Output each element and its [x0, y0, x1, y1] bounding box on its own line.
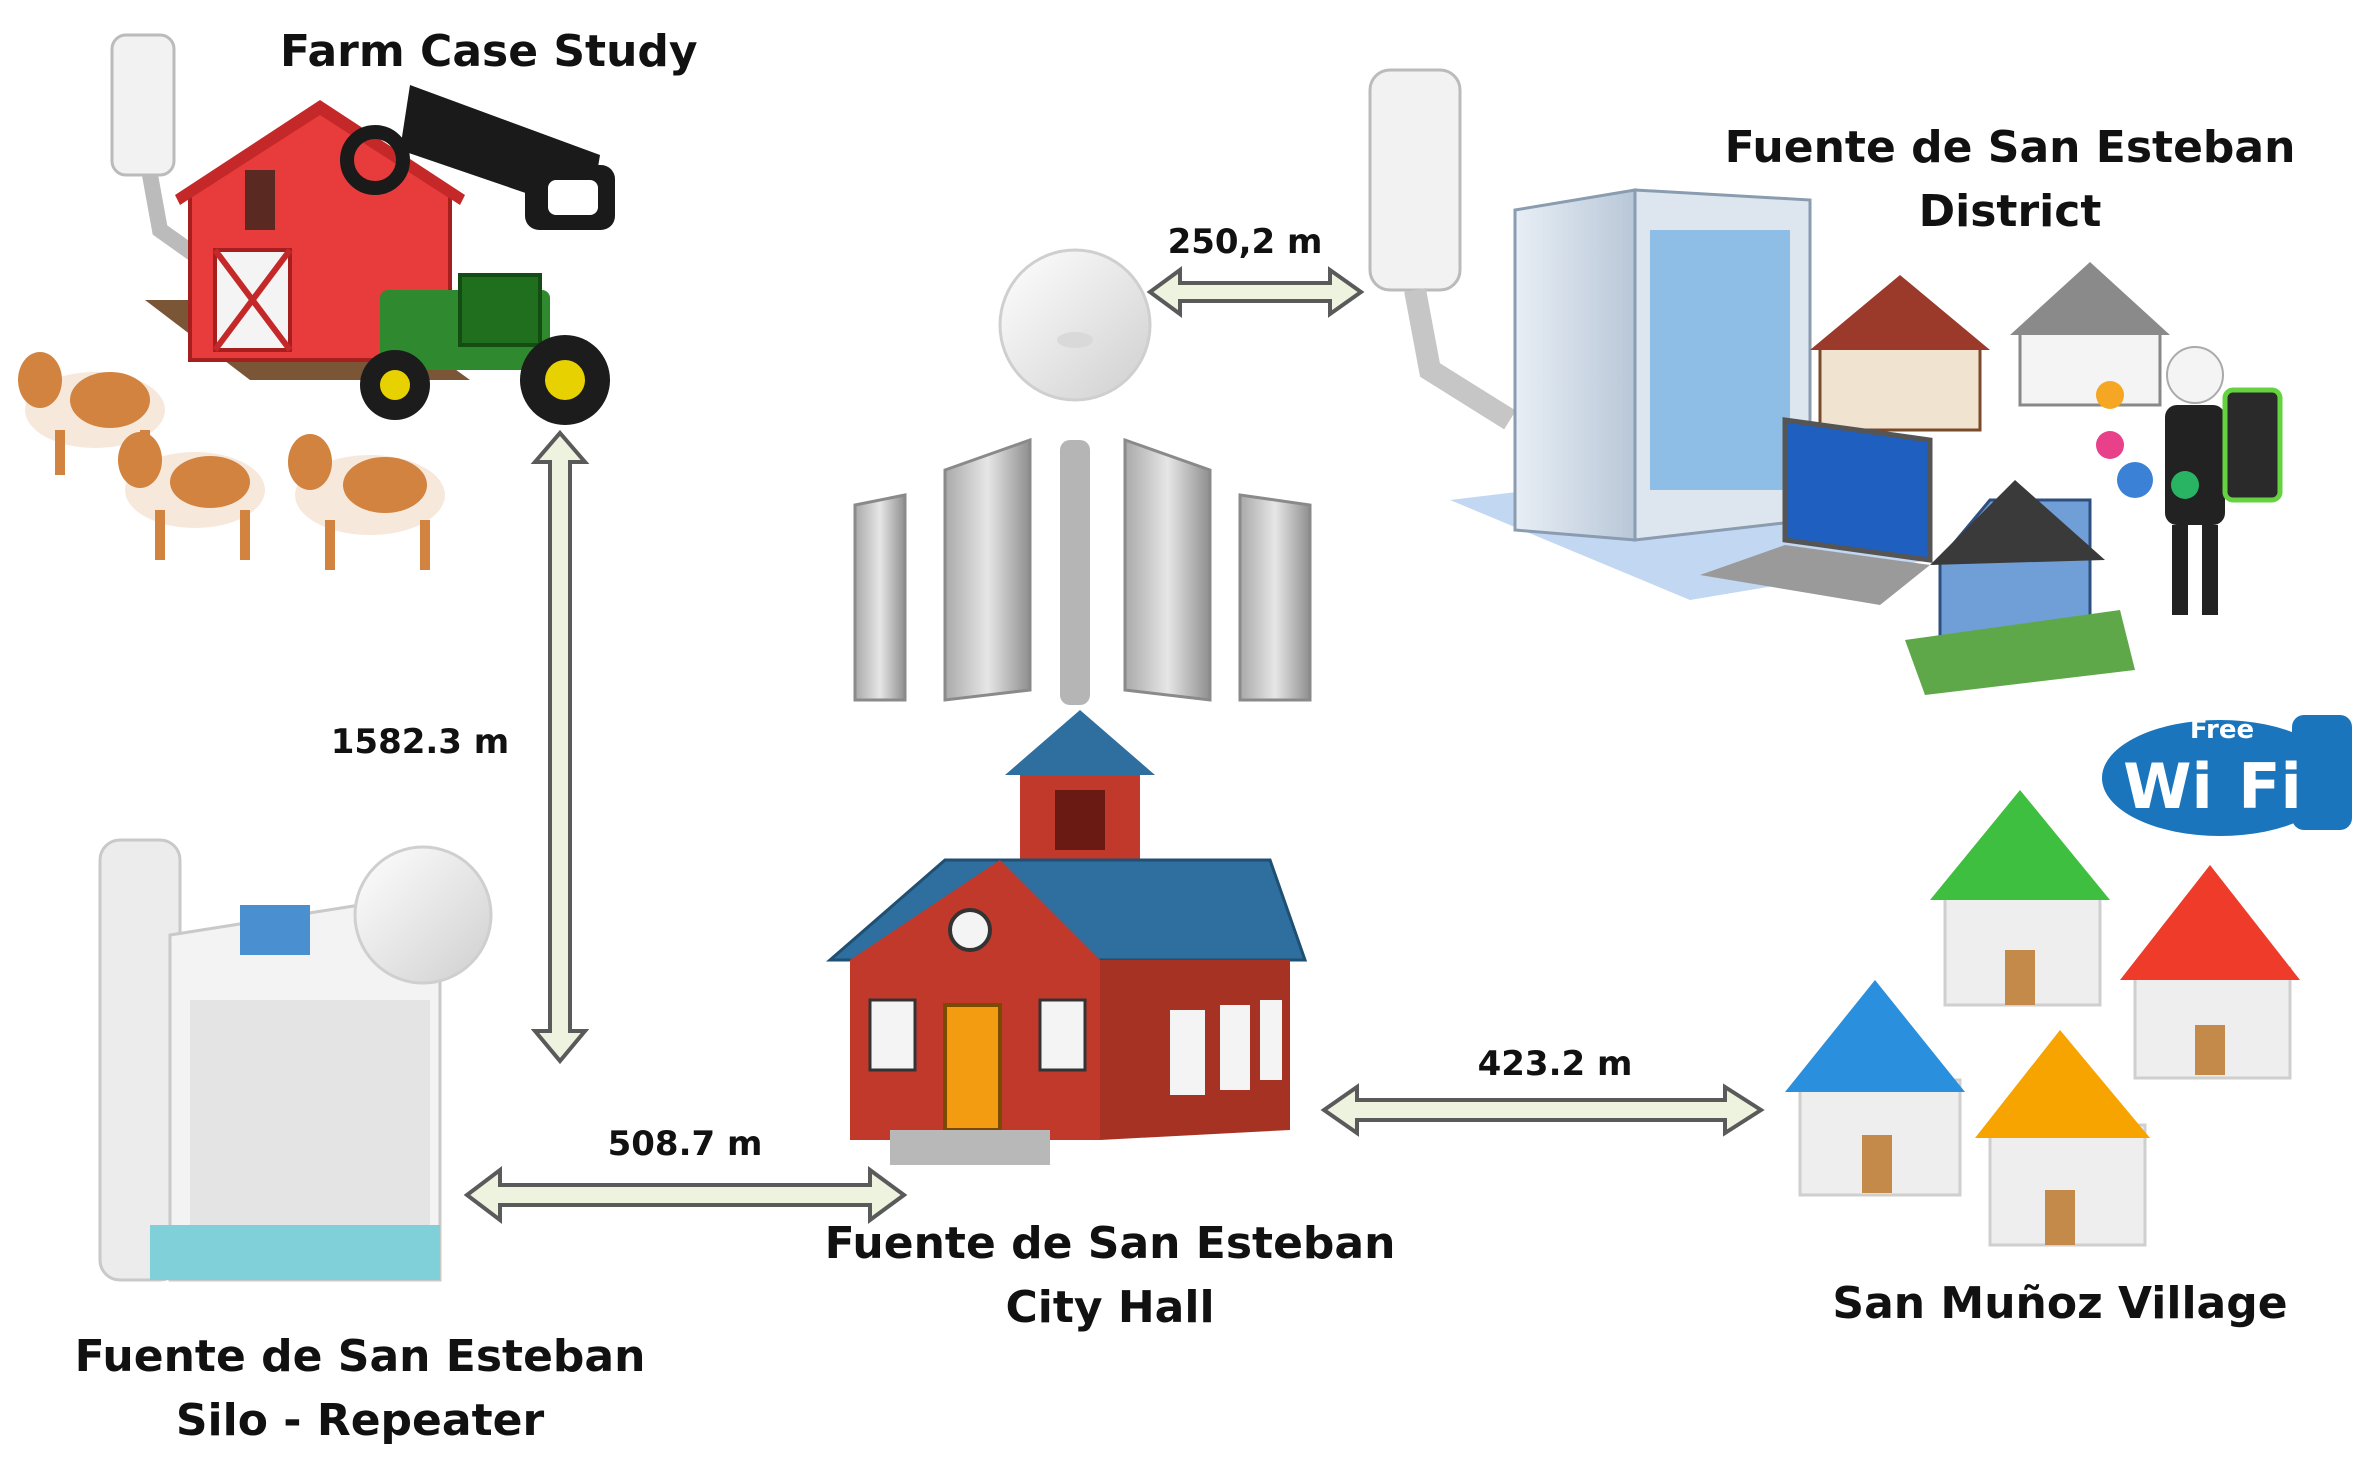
sector-antenna-icon — [1123, 437, 1212, 702]
blue-house-icon — [1905, 480, 2135, 695]
district-label-line1: Fuente de San Esteban — [1724, 122, 2296, 173]
tower-dish-antenna-icon — [998, 248, 1152, 402]
silo-label-line1: Fuente de San Esteban — [74, 1331, 646, 1382]
red-house-icon — [2120, 865, 2300, 1080]
office-building-icon — [1513, 188, 1812, 542]
wifi-free-text: Free — [2190, 715, 2254, 745]
tractor-icon — [360, 273, 610, 425]
sector-antenna-icon — [943, 437, 1032, 702]
arrow-tower-district — [1146, 266, 1365, 318]
wifi-wi-text: Wi — [2123, 750, 2213, 823]
bell-tower-icon — [1005, 710, 1155, 870]
orange-house-icon — [1975, 1030, 2150, 1247]
person-with-phone-icon — [2096, 346, 2283, 615]
house-icon — [1810, 275, 1990, 432]
green-house-icon — [1930, 790, 2110, 1007]
city-hall-label-line2: City Hall — [1005, 1282, 1215, 1333]
distance-silo-cityhall: 508.7 m — [607, 1124, 763, 1164]
cow-icon — [288, 434, 445, 570]
sector-antenna-icon — [853, 493, 907, 702]
city-hall-illustration — [825, 710, 1308, 1165]
distance-cityhall-village: 423.2 m — [1477, 1044, 1633, 1084]
city-hall-label-line1: Fuente de San Esteban — [824, 1218, 1396, 1269]
sector-antenna-icon — [1238, 493, 1312, 702]
cow-icon — [118, 432, 265, 560]
village-label: San Muñoz Village — [1832, 1278, 2288, 1329]
farm-illustration — [18, 33, 615, 570]
district-radio-antenna-icon — [1368, 68, 1516, 430]
silo-label-line2: Silo - Repeater — [175, 1395, 545, 1446]
tower-illustration — [853, 248, 1312, 705]
blue-house-icon — [1785, 980, 1965, 1197]
wifi-fi-text: Fi — [2238, 750, 2302, 823]
arrow-silo-cityhall — [463, 1165, 908, 1225]
house-icon — [2010, 262, 2170, 407]
wifi-badge-icon: Free Wi Fi — [2102, 715, 2352, 836]
district-illustration — [1368, 68, 2283, 695]
silo-illustration — [98, 838, 493, 1282]
distance-farm-silo: 1582.3 m — [330, 722, 510, 762]
laptop-icon — [1700, 417, 1933, 605]
village-illustration: Free Wi Fi — [1785, 715, 2352, 1247]
cow-icon — [18, 352, 165, 475]
district-label-line2: District — [1918, 186, 2102, 237]
silo-building-icon — [98, 838, 442, 1282]
farm-label: Farm Case Study — [280, 26, 698, 77]
arrow-cityhall-village — [1320, 1083, 1765, 1137]
silo-dish-antenna-icon — [353, 845, 493, 985]
security-camera-icon — [340, 85, 615, 230]
distance-tower-district: 250,2 m — [1167, 222, 1323, 262]
arrow-farm-silo — [530, 429, 590, 1065]
